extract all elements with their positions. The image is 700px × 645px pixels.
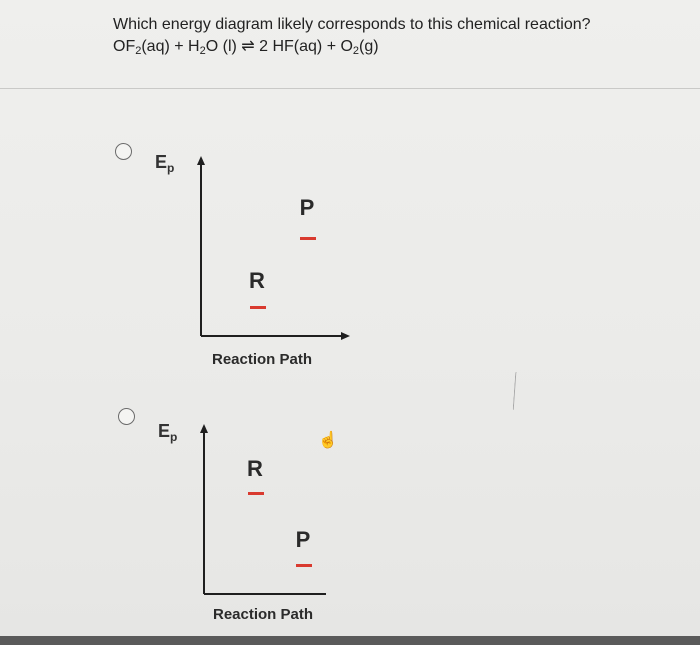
option-1-x-arrow [341, 332, 350, 340]
equilibrium-arrow-icon: ⇌ [241, 38, 255, 55]
option-2-reactant-label: R [247, 456, 263, 481]
option-1-product-level [300, 237, 316, 240]
option-1-radio[interactable] [115, 143, 132, 160]
option-1-reactant-label: R [249, 268, 265, 293]
pointer-hand-icon: ☝ [318, 432, 338, 449]
divider [0, 88, 700, 89]
option-1-reactant-level [250, 306, 266, 309]
question-prompt: Which energy diagram likely corresponds … [113, 16, 591, 33]
stray-mark [512, 371, 519, 411]
option-1-y-axis-label: Ep [155, 152, 175, 175]
question-text: Which energy diagram likely corresponds … [113, 14, 673, 58]
option-1-x-axis-label: Reaction Path [212, 351, 313, 368]
option-2-y-axis-label: Ep [158, 421, 178, 444]
option-2-product-level [296, 564, 312, 567]
option-1-y-arrow [197, 156, 205, 165]
option-2-x-axis-label: Reaction Path [213, 606, 314, 623]
option-2-product-label: P [295, 527, 311, 552]
reaction-equation: OF2(aq) + H2O (l) ⇌ 2 HF(aq) + O2(g) [113, 38, 379, 57]
option-2-axes [200, 424, 326, 595]
option-2-radio[interactable] [118, 408, 135, 425]
option-1-axes [197, 156, 350, 340]
option-1-product-label: P [299, 195, 315, 220]
bottom-bar [0, 636, 700, 645]
option-2-y-arrow [200, 424, 208, 433]
option-2-reactant-level [248, 492, 264, 495]
